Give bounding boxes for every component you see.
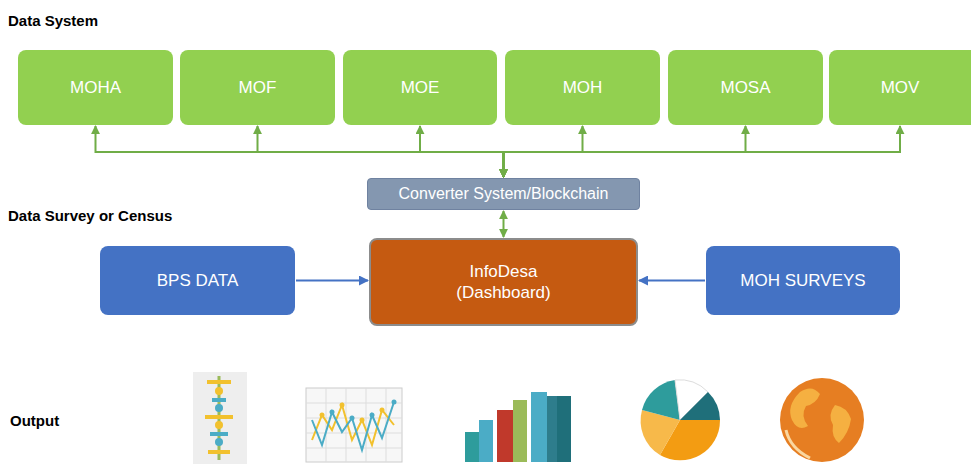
node-text: Converter System/Blockchain bbox=[399, 184, 609, 204]
bar-chart-icon bbox=[465, 392, 571, 462]
pie-chart-icon bbox=[641, 380, 720, 461]
source-box: MOH SURVEYS bbox=[706, 246, 900, 315]
sync-arrow bbox=[420, 126, 504, 177]
ministry-box: MOV bbox=[829, 50, 971, 125]
node-text: InfoDesa (Dashboard) bbox=[429, 261, 579, 304]
sync-arrow bbox=[503, 211, 505, 237]
section-label: Data System bbox=[8, 12, 98, 29]
node-text: MOH bbox=[563, 77, 603, 98]
node-text: MOE bbox=[401, 77, 440, 98]
line-chart-icon bbox=[306, 388, 402, 462]
feed-arrow bbox=[639, 280, 705, 282]
source-box: BPS DATA bbox=[100, 246, 295, 315]
section-label: Output bbox=[10, 412, 59, 429]
ministry-box: MOSA bbox=[668, 50, 823, 125]
node-text: MOSA bbox=[720, 77, 770, 98]
feed-arrow bbox=[296, 280, 368, 282]
converter-box: Converter System/Blockchain bbox=[367, 178, 640, 210]
globe-icon bbox=[780, 378, 864, 462]
ministry-box: MOHA bbox=[18, 50, 173, 125]
sync-arrow bbox=[96, 126, 504, 177]
ministry-box: MOF bbox=[180, 50, 335, 125]
section-label: Data Survey or Census bbox=[8, 207, 172, 224]
node-text: MOF bbox=[239, 77, 277, 98]
dashboard-box: InfoDesa (Dashboard) bbox=[369, 238, 638, 326]
sync-arrow bbox=[258, 126, 504, 177]
node-text: MOV bbox=[881, 77, 920, 98]
sync-arrow bbox=[504, 126, 901, 177]
ministry-box: MOE bbox=[343, 50, 497, 125]
node-text: MOH SURVEYS bbox=[740, 270, 865, 291]
timeline-icon bbox=[193, 372, 247, 464]
node-text: MOHA bbox=[70, 77, 121, 98]
ministry-box: MOH bbox=[505, 50, 660, 125]
node-text: BPS DATA bbox=[157, 270, 239, 291]
